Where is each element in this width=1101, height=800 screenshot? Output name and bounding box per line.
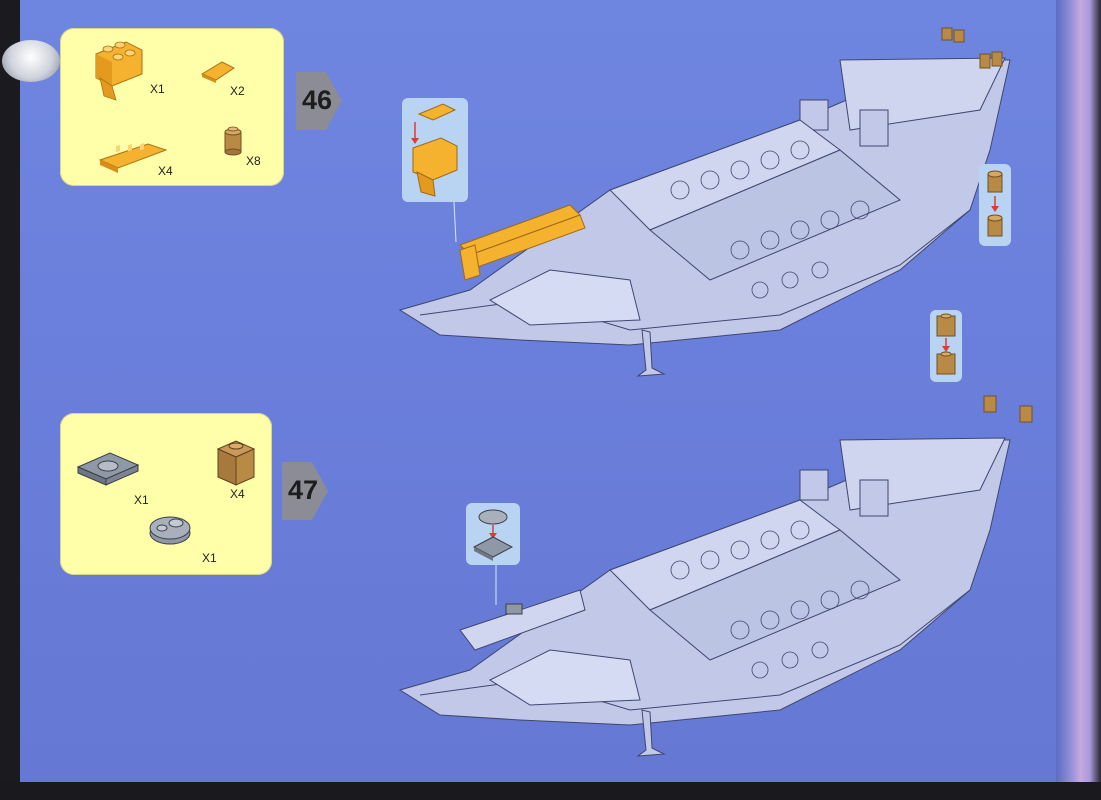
part-qty-label: X4: [158, 164, 173, 178]
gray-square-plate-with-hole-icon: [76, 452, 140, 486]
part-qty-label: X1: [134, 493, 149, 507]
assembly-callout-step-46-stack: [979, 164, 1011, 246]
parts-panel-step-47: X1 X4 X1: [60, 413, 272, 575]
tan-round-brick-stack-icon: [987, 170, 1003, 237]
assembly-callout-step-47-plate: [466, 503, 520, 565]
gray-plate-assembly-icon: [472, 509, 514, 561]
orange-slope-tile-icon: [200, 61, 235, 83]
callout-leader-line: [453, 201, 457, 243]
ship-illustration-step-47: [398, 395, 1033, 757]
part-qty-label: X1: [202, 551, 217, 565]
book-page-edge: [1056, 0, 1101, 800]
step-number: 46: [301, 85, 333, 115]
part-qty-label: X1: [150, 82, 165, 96]
orange-gun-mount-assembly-icon: [411, 103, 458, 197]
assembly-callout-step-46-gunport: [402, 98, 468, 202]
tan-round-brick-icon: [224, 126, 242, 156]
gray-round-plate-icon: [149, 516, 191, 545]
parts-panel-step-46: X1 X2 X4 X8: [60, 28, 284, 186]
instruction-page: X1 X2 X4 X8 46: [2, 0, 1072, 782]
tan-1x1-brick-icon: [216, 440, 256, 486]
binding-disc-icon: [2, 40, 60, 82]
part-qty-label: X2: [230, 84, 245, 98]
orange-gun-mount-brick-icon: [95, 41, 143, 101]
scan-border: [0, 782, 1101, 800]
ship-illustration-step-46: [398, 27, 1011, 377]
step-marker-46: 46: [296, 72, 342, 130]
step-arrow-icon: [296, 72, 342, 130]
tan-1x1-brick-stack-icon: [936, 313, 956, 375]
part-qty-label: X8: [246, 154, 261, 168]
callout-leader-line: [495, 565, 497, 605]
step-marker-47: 47: [282, 462, 328, 520]
step-arrow-icon: [282, 462, 328, 520]
part-qty-label: X4: [230, 487, 245, 501]
assembly-callout-step-47-stack: [930, 310, 962, 382]
step-number: 47: [287, 475, 319, 505]
orange-crenellated-plate-icon: [98, 143, 168, 173]
